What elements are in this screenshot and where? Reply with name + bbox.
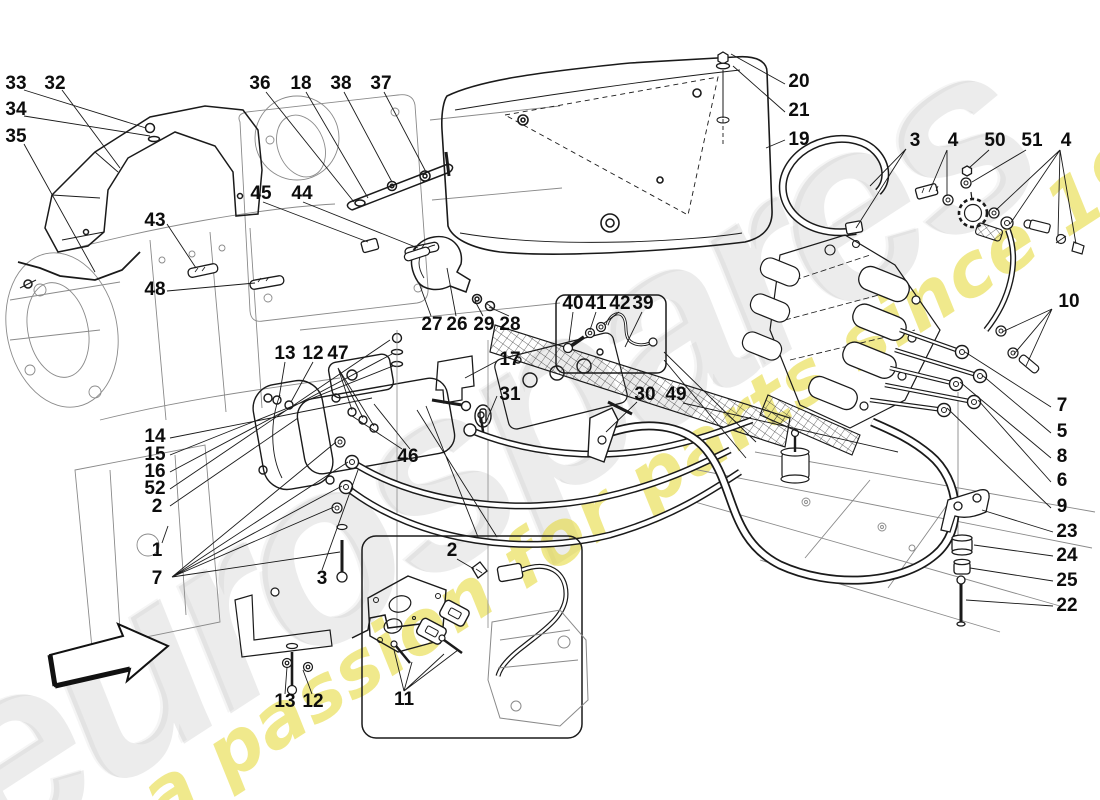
callout-label: 18: [290, 73, 312, 94]
callout-label: 44: [291, 183, 313, 204]
callout-label: 26: [446, 314, 468, 335]
callout-label: 37: [370, 73, 392, 94]
callout-label: 15: [144, 444, 166, 465]
callout-label: 52: [144, 478, 166, 499]
callout-label: 46: [397, 446, 419, 467]
inset-pipe-box: [555, 294, 667, 374]
bottom-bracket-art: [234, 587, 421, 696]
callout-label: 17: [499, 349, 521, 370]
fittings-art: [778, 135, 1085, 332]
rubber-mount-art: [780, 428, 810, 484]
callout-label: 6: [1056, 470, 1068, 491]
callout-label: 12: [302, 343, 324, 364]
callout-label: 25: [1056, 570, 1078, 591]
callout-label: 13: [274, 691, 296, 712]
engine-background-art: [5, 94, 563, 649]
callout-label: 11: [393, 689, 415, 710]
callout-label: 41: [585, 293, 607, 314]
hoses-art: [331, 416, 754, 583]
callout-label: 12: [302, 691, 324, 712]
callout-label: 13: [274, 343, 296, 364]
callout-label: 21: [788, 100, 810, 121]
callout-label: 45: [250, 183, 272, 204]
callout-label: 49: [665, 384, 687, 405]
callout-label: 7: [1056, 395, 1068, 416]
callout-label: 43: [144, 210, 166, 231]
callout-label: 29: [473, 314, 495, 335]
callout-label: 2: [151, 496, 163, 517]
callout-label: 16: [144, 461, 166, 482]
direction-arrow: [47, 622, 170, 689]
callout-label: 5: [1056, 421, 1068, 442]
callout-label: 39: [632, 293, 654, 314]
callout-label: 19: [788, 129, 810, 150]
callout-label: 23: [1056, 521, 1078, 542]
callout-label: 28: [499, 314, 521, 335]
hose-loop-art: [587, 400, 960, 585]
mount-23-art: [940, 489, 990, 627]
callout-label: 36: [249, 73, 271, 94]
callout-label: 8: [1056, 446, 1068, 467]
callout-label: 35: [5, 126, 27, 147]
callout-label: 4: [1060, 130, 1072, 151]
power-unit-art: [741, 234, 1040, 456]
inset-gearbox-cover-art: [487, 609, 589, 727]
callout-label: 32: [44, 73, 66, 94]
callout-label: 10: [1058, 291, 1080, 312]
callout-label: 20: [788, 71, 810, 92]
callout-label: 9: [1056, 496, 1068, 517]
callout-label: 30: [634, 384, 656, 405]
callout-label: 22: [1056, 595, 1078, 616]
leader-lines: [23, 53, 1077, 695]
callout-label: 27: [421, 314, 443, 335]
callout-label: 34: [5, 99, 27, 120]
callout-label: 4: [947, 130, 959, 151]
callout-label: 38: [330, 73, 352, 94]
callout-label: 14: [144, 426, 166, 447]
callout-label: 33: [5, 73, 27, 94]
callout-label: 3: [909, 130, 921, 151]
callout-label: 40: [562, 293, 584, 314]
inset-sensors-box: [361, 535, 583, 739]
callout-label: 48: [144, 279, 166, 300]
callout-label: 7: [151, 568, 163, 589]
callout-label: 47: [327, 343, 349, 364]
studs-art: [187, 237, 440, 290]
braided-hose-art: [489, 324, 791, 448]
callout-label: 50: [984, 130, 1006, 151]
cover-32-art: [17, 105, 263, 289]
callout-label: 31: [499, 384, 521, 405]
callout-label: 24: [1056, 545, 1078, 566]
callout-label: 1: [151, 540, 163, 561]
callout-label: 42: [609, 293, 631, 314]
callout-label: 2: [446, 540, 458, 561]
strap-art: [346, 151, 454, 211]
heat-shield-art: [441, 51, 773, 255]
callout-label: 3: [316, 568, 328, 589]
callout-label: 51: [1021, 130, 1043, 151]
